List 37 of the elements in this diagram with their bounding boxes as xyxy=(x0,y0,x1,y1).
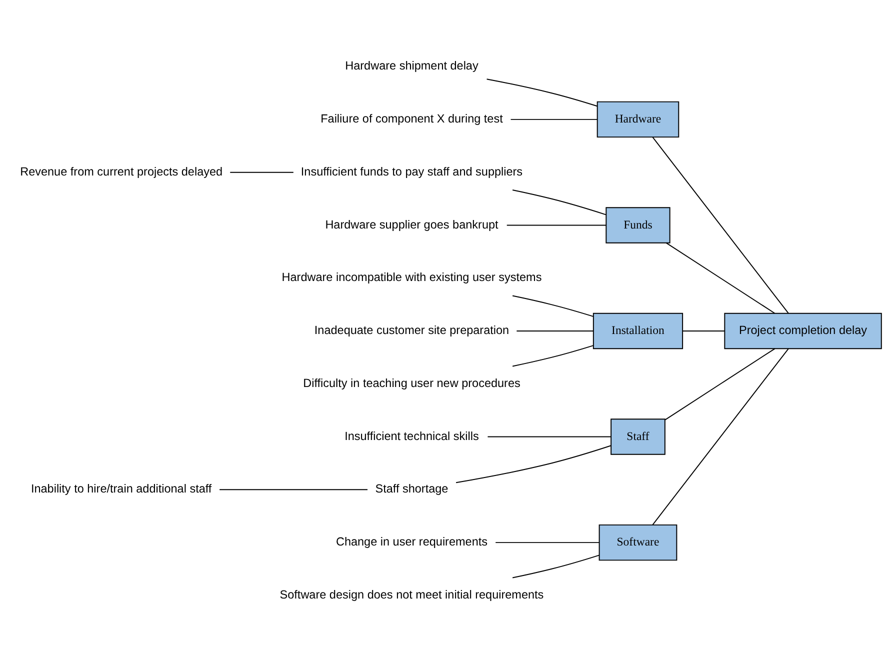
node-text: Difficulty in teaching user new procedures xyxy=(303,376,520,390)
node-text: Change in user requirements xyxy=(336,536,488,549)
connector xyxy=(652,136,789,314)
node-text: Inability to hire/train additional staff xyxy=(30,482,212,496)
node-box: Hardware xyxy=(596,101,680,138)
connector xyxy=(486,78,598,107)
connector xyxy=(512,190,606,216)
connector xyxy=(510,118,598,120)
connector xyxy=(230,172,294,173)
node-text: Hardware shipment delay xyxy=(345,60,478,73)
node-text: Inadequate customer site preparation xyxy=(314,324,510,338)
node-text: Hardware incompatible with existing user systems xyxy=(282,271,542,284)
node-box: Project completion delay xyxy=(724,312,882,350)
node-box: Installation xyxy=(592,312,684,350)
connector xyxy=(512,345,594,367)
node-text: Insufficient technical skills xyxy=(344,430,479,443)
connector xyxy=(652,348,789,526)
node-text: Staff shortage xyxy=(375,482,448,496)
node-text: Insufficient funds to pay staff and suppliers xyxy=(300,165,523,178)
connector xyxy=(506,224,606,226)
connector xyxy=(487,436,612,438)
node-box: Staff xyxy=(610,418,666,455)
connector xyxy=(516,330,594,332)
connector xyxy=(512,554,600,578)
connector xyxy=(682,330,726,332)
connector xyxy=(664,348,776,420)
node-text: Failiure of component X during test xyxy=(320,112,503,126)
connector xyxy=(495,542,600,544)
connector xyxy=(666,242,776,314)
node-box: Funds xyxy=(606,207,670,244)
node-text: Software design does not meet initial requirements xyxy=(280,588,544,602)
node-text: Hardware supplier goes bankrupt xyxy=(325,218,498,232)
connector xyxy=(219,489,368,490)
node-box: Software xyxy=(598,524,678,561)
connector xyxy=(512,295,594,317)
node-text: Revenue from current projects delayed xyxy=(20,165,223,178)
connector xyxy=(456,445,612,484)
